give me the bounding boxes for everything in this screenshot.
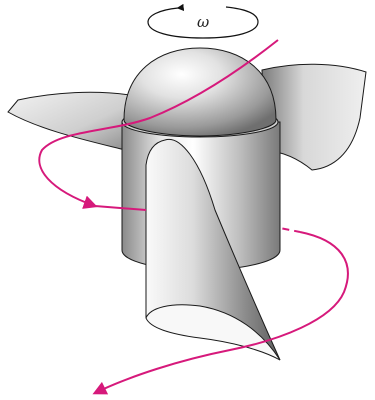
hub-dome [124,48,276,136]
left-blade [8,92,130,150]
omega-label: ω [197,13,209,31]
